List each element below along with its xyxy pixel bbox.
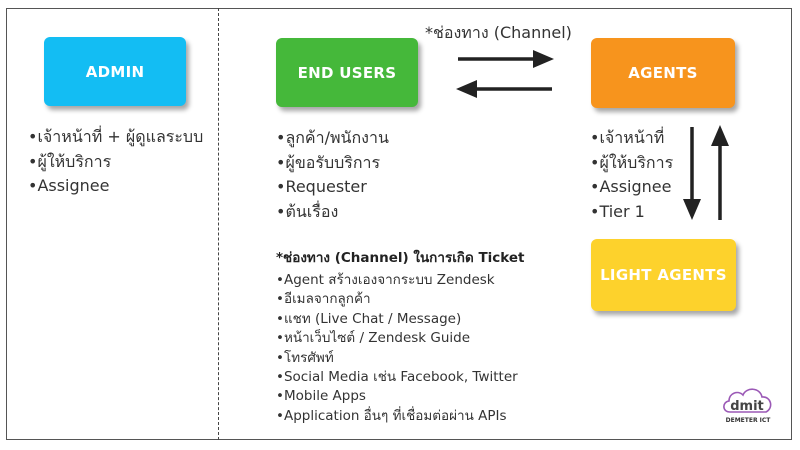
light-agents-box: LIGHT AGENTS <box>591 239 736 311</box>
list-item: •ต้นเรื่อง <box>276 201 339 221</box>
arrow-down-head <box>683 199 701 220</box>
list-item: •เจ้าหน้าที่ + ผู้ดูแลระบบ <box>28 127 204 146</box>
cloud-icon <box>723 388 772 413</box>
list-item: •ลูกค้า/พนักงาน <box>276 128 389 147</box>
list-item: •Social Media เช่น Facebook, Twitter <box>276 369 518 386</box>
list-item: •ผู้ขอรับบริการ <box>276 152 381 172</box>
list-item: •หน้าเว็บไซต์ / Zendesk Guide <box>276 330 471 347</box>
admin-role-list: •เจ้าหน้าที่ + ผู้ดูแลระบบ •ผู้ให้บริการ… <box>28 125 203 199</box>
list-item: •ผู้ให้บริการ <box>590 152 674 172</box>
end-users-label: END USERS <box>297 63 397 82</box>
arrow-left-head <box>456 80 477 98</box>
diagram-frame <box>6 8 792 440</box>
arrow-right-head <box>533 50 554 68</box>
list-item: •Mobile Apps <box>276 388 366 405</box>
channel-label: *ช่องทาง (Channel) <box>425 23 572 42</box>
agents-box: AGENTS <box>591 38 735 108</box>
agents-label: AGENTS <box>628 64 698 82</box>
agents-role-list: •เจ้าหน้าที่ •ผู้ให้บริการ •Assignee •Ti… <box>590 126 673 224</box>
list-item: •โทรศัพท์ <box>276 349 334 366</box>
list-item: •Application อื่นๆ ที่เชื่อมต่อผ่าน APIs <box>276 407 507 424</box>
list-item: •เจ้าหน้าที่ <box>590 128 665 147</box>
ticket-channels-title: *ช่องทาง (Channel) ในการเกิด Ticket <box>276 250 525 266</box>
list-item: •แชท (Live Chat / Message) <box>276 310 462 327</box>
light-agents-label: LIGHT AGENTS <box>600 266 727 284</box>
ticket-channels: *ช่องทาง (Channel) ในการเกิด Ticket •Age… <box>276 246 525 426</box>
dmit-logo: dmit DEMETER ICT <box>723 388 772 424</box>
end-users-role-list: •ลูกค้า/พนักงาน •ผู้ขอรับบริการ •Request… <box>276 126 389 224</box>
list-item: •Assignee <box>28 176 110 195</box>
logo-text: dmit <box>730 399 764 414</box>
list-item: •Assignee <box>590 177 672 196</box>
ticket-channel-list: •Agent สร้างเองจากระบบ Zendesk •อีเมลจาก… <box>276 271 525 426</box>
list-item: •Tier 1 <box>590 201 645 221</box>
end-users-box: END USERS <box>276 38 418 107</box>
list-item: •ผู้ให้บริการ <box>28 151 112 171</box>
list-item: •Agent สร้างเองจากระบบ Zendesk <box>276 272 495 288</box>
admin-box: ADMIN <box>44 37 186 106</box>
admin-label: ADMIN <box>85 62 145 81</box>
list-item: •Requester <box>276 177 367 196</box>
list-item: •อีเมลจากลูกค้า <box>276 291 371 308</box>
logo-subtext: DEMETER ICT <box>726 417 772 424</box>
arrow-up-head <box>711 125 729 146</box>
section-divider <box>218 8 219 440</box>
